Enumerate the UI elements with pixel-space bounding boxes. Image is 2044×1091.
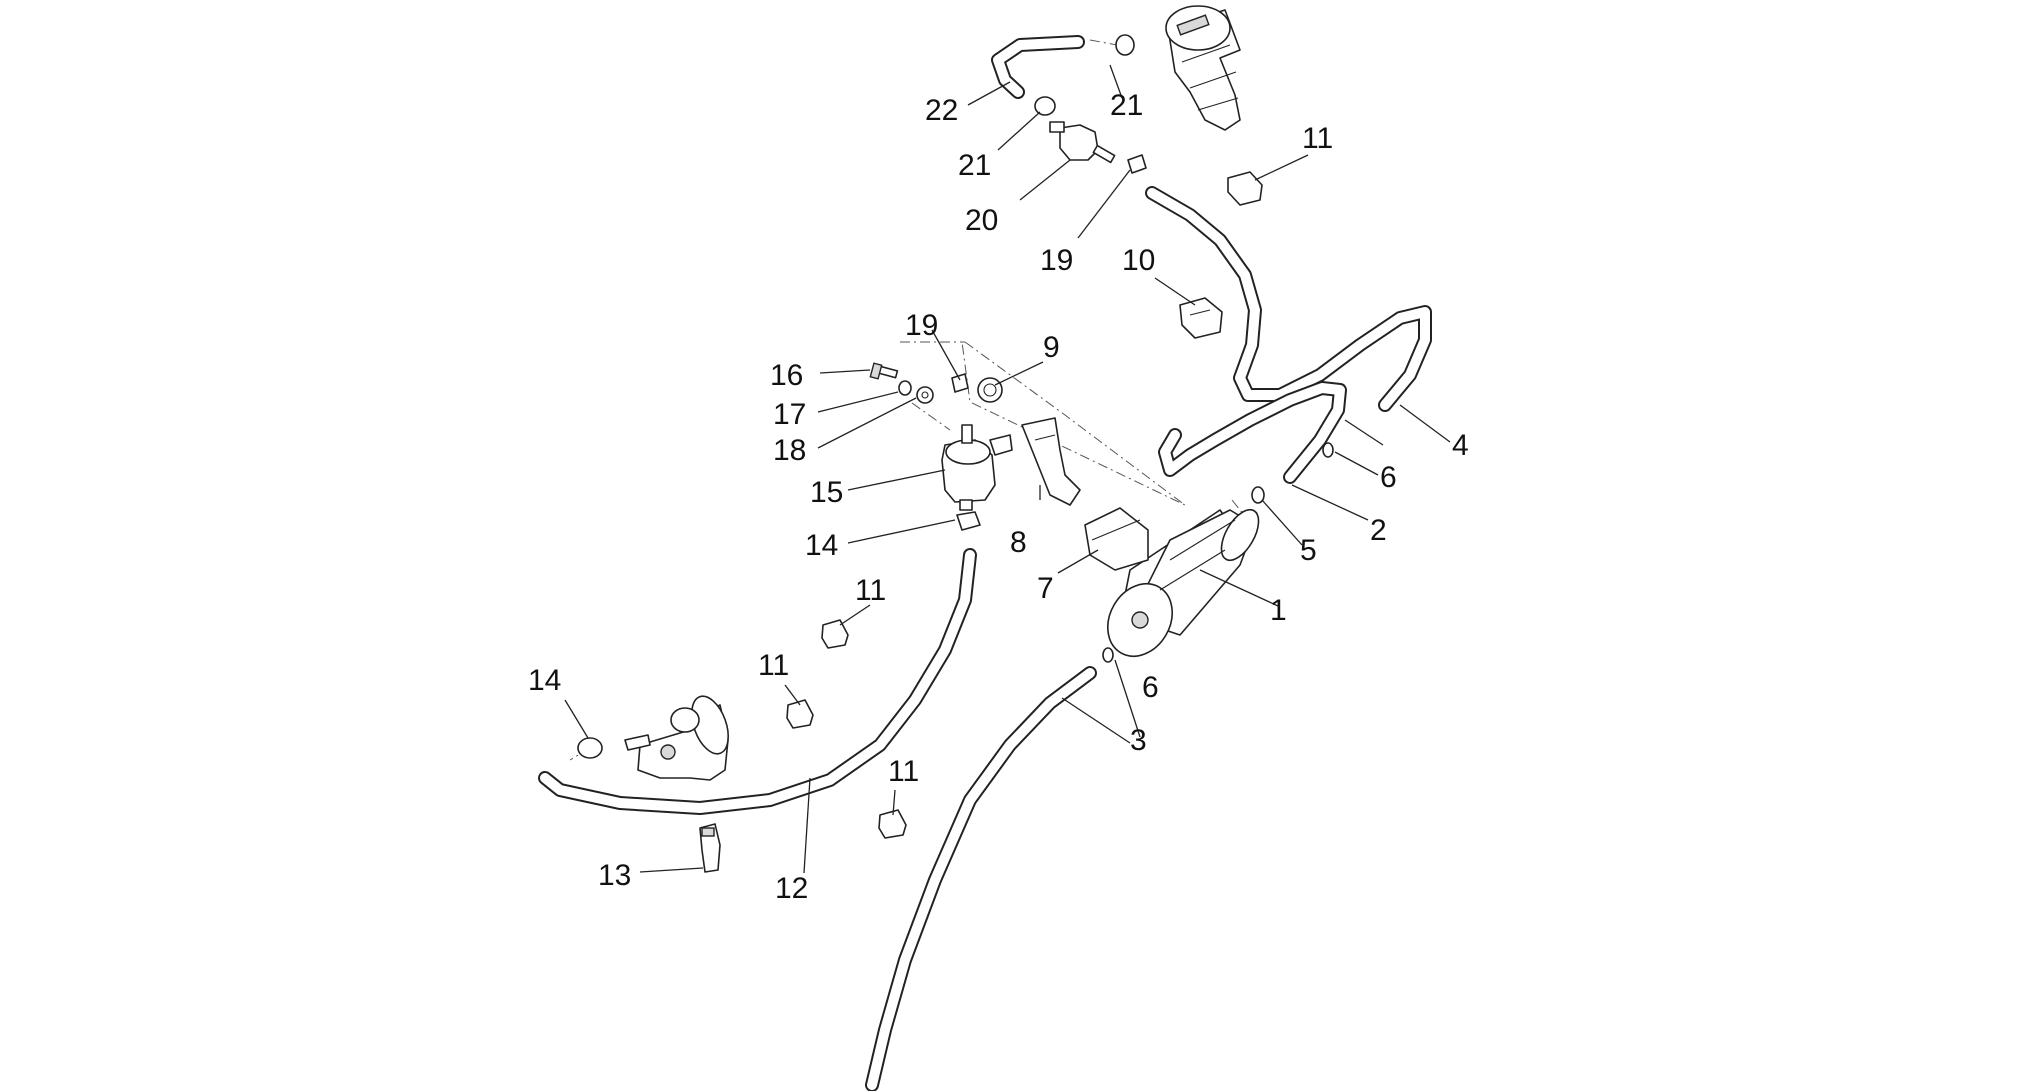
callout-3: 3 (1130, 724, 1147, 757)
callout-11-lower: 11 (888, 755, 919, 788)
hose-4 (1145, 186, 1432, 412)
callout-19-mid: 19 (905, 309, 938, 342)
callout-1: 1 (1270, 594, 1287, 627)
callout-11-left: 11 (758, 649, 789, 682)
callout-13: 13 (598, 859, 631, 892)
clip-19-mid (951, 373, 969, 393)
callout-21-mid: 21 (958, 149, 991, 182)
clip-5 (1251, 486, 1265, 504)
hose-22 (991, 35, 1085, 99)
clip-19-top (1127, 154, 1147, 174)
clip-14-left (577, 737, 603, 759)
callout-16: 16 (770, 359, 803, 392)
clip-11-mid (821, 619, 849, 649)
callout-21-top: 21 (1110, 89, 1143, 122)
clip-21-top (1034, 34, 1135, 116)
callout-12: 12 (775, 872, 808, 905)
callout-8: 8 (1010, 526, 1027, 559)
hose-3 (865, 666, 1097, 1091)
callout-6-right: 6 (1380, 461, 1397, 494)
callout-22: 22 (925, 94, 958, 127)
clip-6-lower (1102, 647, 1114, 663)
callout-18: 18 (773, 434, 806, 467)
bracket-8 (1021, 417, 1081, 506)
callout-5: 5 (1300, 534, 1317, 567)
callout-4: 4 (1452, 429, 1469, 462)
callout-11-top: 11 (1302, 122, 1333, 155)
callout-19-top: 19 (1040, 244, 1073, 277)
callout-14-mid: 14 (805, 529, 838, 562)
callout-17: 17 (773, 398, 806, 431)
callout-7: 7 (1037, 572, 1054, 605)
clip-11-top (1227, 171, 1263, 206)
hose-2 (1158, 381, 1347, 484)
nut-14-mid (956, 511, 981, 531)
hose-12 (538, 548, 977, 815)
strap-7 (1084, 507, 1149, 571)
bolt-16 (869, 362, 899, 380)
valve-15 (941, 424, 1013, 511)
tank-cap-assembly (1165, 5, 1241, 131)
callout-15: 15 (810, 476, 843, 509)
callout-11-mid: 11 (855, 574, 886, 607)
callout-2: 2 (1370, 514, 1387, 547)
washer-17 (898, 380, 912, 396)
leader-lines (564, 64, 1451, 874)
callout-14-left: 14 (528, 664, 561, 697)
clip-9 (977, 377, 1003, 403)
clip-11-lower (878, 809, 907, 839)
washer-18 (916, 386, 934, 404)
callout-9: 9 (1043, 331, 1060, 364)
clamp-10 (1179, 297, 1223, 339)
canister-1 (1107, 508, 1260, 657)
throttle-body (624, 695, 730, 781)
clip-11-left (786, 699, 814, 729)
valve-20 (1049, 121, 1116, 164)
bracket-13 (699, 823, 721, 873)
clip-6-right (1322, 442, 1334, 458)
callout-10: 10 (1122, 244, 1155, 277)
callout-6-lower: 6 (1142, 671, 1159, 704)
callout-labels: 1 2 3 4 5 6 6 7 8 9 10 11 11 11 11 12 13… (528, 89, 1469, 905)
callout-20: 20 (965, 204, 998, 237)
